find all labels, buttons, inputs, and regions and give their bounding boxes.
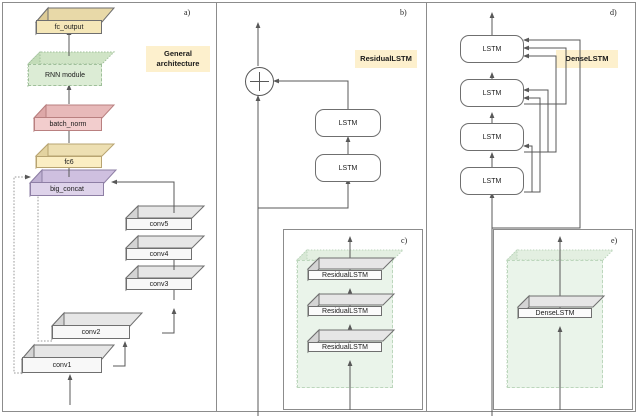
panel-c-frame bbox=[283, 229, 423, 410]
block-residual-lstm-c-3[interactable]: ResidualLSTM bbox=[306, 328, 396, 354]
lstm-box-b-lower[interactable]: LSTM bbox=[315, 154, 381, 182]
lstm-box-d-1[interactable]: LSTM bbox=[460, 35, 524, 63]
block-residual-lstm-c-2[interactable]: ResidualLSTM bbox=[306, 292, 396, 318]
block-conv3[interactable]: conv3 bbox=[124, 264, 206, 292]
block-batch-norm[interactable]: batch_norm bbox=[32, 103, 116, 133]
group-e-front bbox=[507, 260, 603, 388]
block-rnn-module[interactable]: RNN module bbox=[26, 50, 116, 88]
tag-residual-lstm: ResidualLSTM bbox=[355, 50, 417, 68]
block-label: ResidualLSTM bbox=[308, 342, 382, 352]
panel-label-c: c) bbox=[401, 236, 408, 245]
lstm-box-b-upper[interactable]: LSTM bbox=[315, 109, 381, 137]
block-label: batch_norm bbox=[34, 117, 102, 131]
panel-divider-2 bbox=[426, 2, 427, 412]
block-label: RNN module bbox=[28, 64, 102, 86]
block-conv4[interactable]: conv4 bbox=[124, 234, 206, 262]
block-conv1[interactable]: conv1 bbox=[20, 343, 116, 375]
block-label: conv5 bbox=[126, 218, 192, 230]
block-label: DenseLSTM bbox=[518, 308, 592, 318]
panel-label-e: e) bbox=[611, 236, 618, 245]
panel-e-frame bbox=[493, 229, 633, 410]
block-label: fc6 bbox=[36, 156, 102, 168]
figure-frame bbox=[2, 2, 636, 412]
block-label: conv4 bbox=[126, 248, 192, 260]
panel-label-a: a) bbox=[184, 8, 191, 17]
lstm-box-d-3[interactable]: LSTM bbox=[460, 123, 524, 151]
block-big-concat[interactable]: big_concat bbox=[28, 168, 118, 198]
group-c-front bbox=[297, 260, 393, 388]
tag-general-architecture: General architecture bbox=[146, 46, 210, 72]
block-label: ResidualLSTM bbox=[308, 306, 382, 316]
block-conv5[interactable]: conv5 bbox=[124, 204, 206, 232]
block-dense-lstm-e[interactable]: DenseLSTM bbox=[516, 294, 606, 320]
lstm-box-d-2[interactable]: LSTM bbox=[460, 79, 524, 107]
block-label: conv3 bbox=[126, 278, 192, 290]
block-label: ResidualLSTM bbox=[308, 270, 382, 280]
panel-label-b: b) bbox=[400, 8, 407, 17]
block-label: conv2 bbox=[52, 325, 130, 339]
lstm-box-d-4[interactable]: LSTM bbox=[460, 167, 524, 195]
block-label: big_concat bbox=[30, 182, 104, 196]
block-fc-output[interactable]: fc_output bbox=[34, 6, 116, 36]
block-label: conv1 bbox=[22, 357, 102, 373]
panel-label-d: d) bbox=[610, 8, 617, 17]
group-container-e bbox=[505, 248, 615, 390]
residual-add-operator bbox=[245, 67, 274, 96]
block-fc6[interactable]: fc6 bbox=[34, 142, 116, 170]
panel-divider-1 bbox=[216, 2, 217, 412]
block-conv2[interactable]: conv2 bbox=[50, 311, 144, 341]
block-residual-lstm-c-1[interactable]: ResidualLSTM bbox=[306, 256, 396, 282]
block-label: fc_output bbox=[36, 20, 102, 34]
tag-dense-lstm: DenseLSTM bbox=[556, 50, 618, 68]
group-container-c bbox=[295, 248, 405, 390]
